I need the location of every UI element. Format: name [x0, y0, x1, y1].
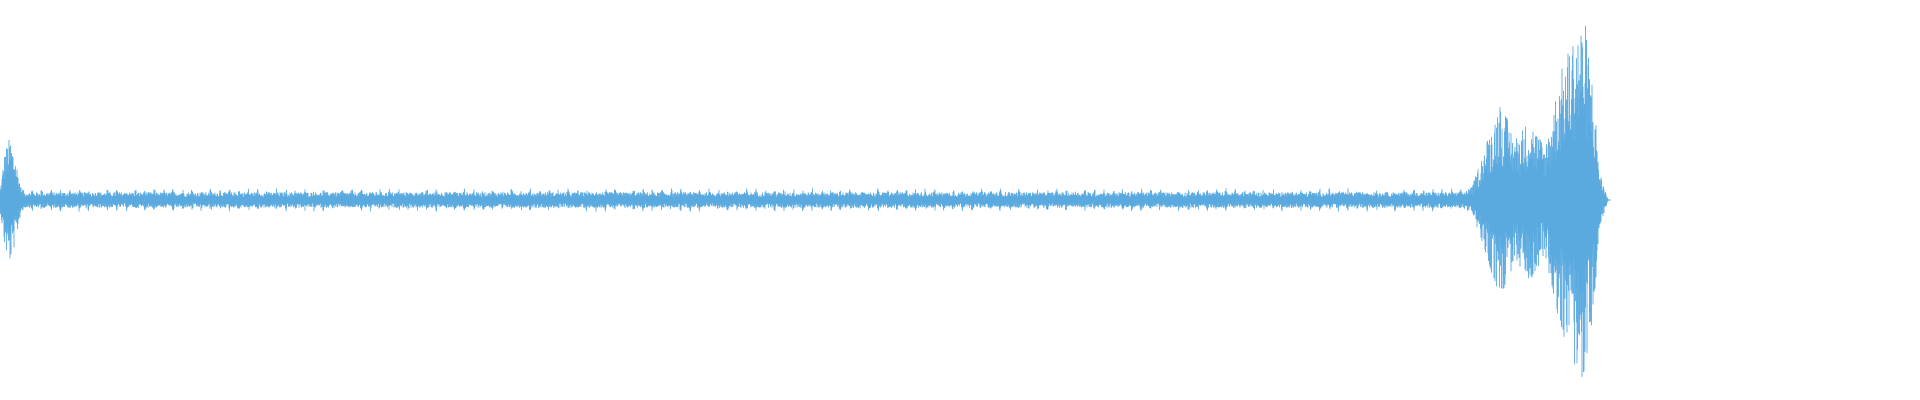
waveform-trace — [0, 25, 1611, 377]
